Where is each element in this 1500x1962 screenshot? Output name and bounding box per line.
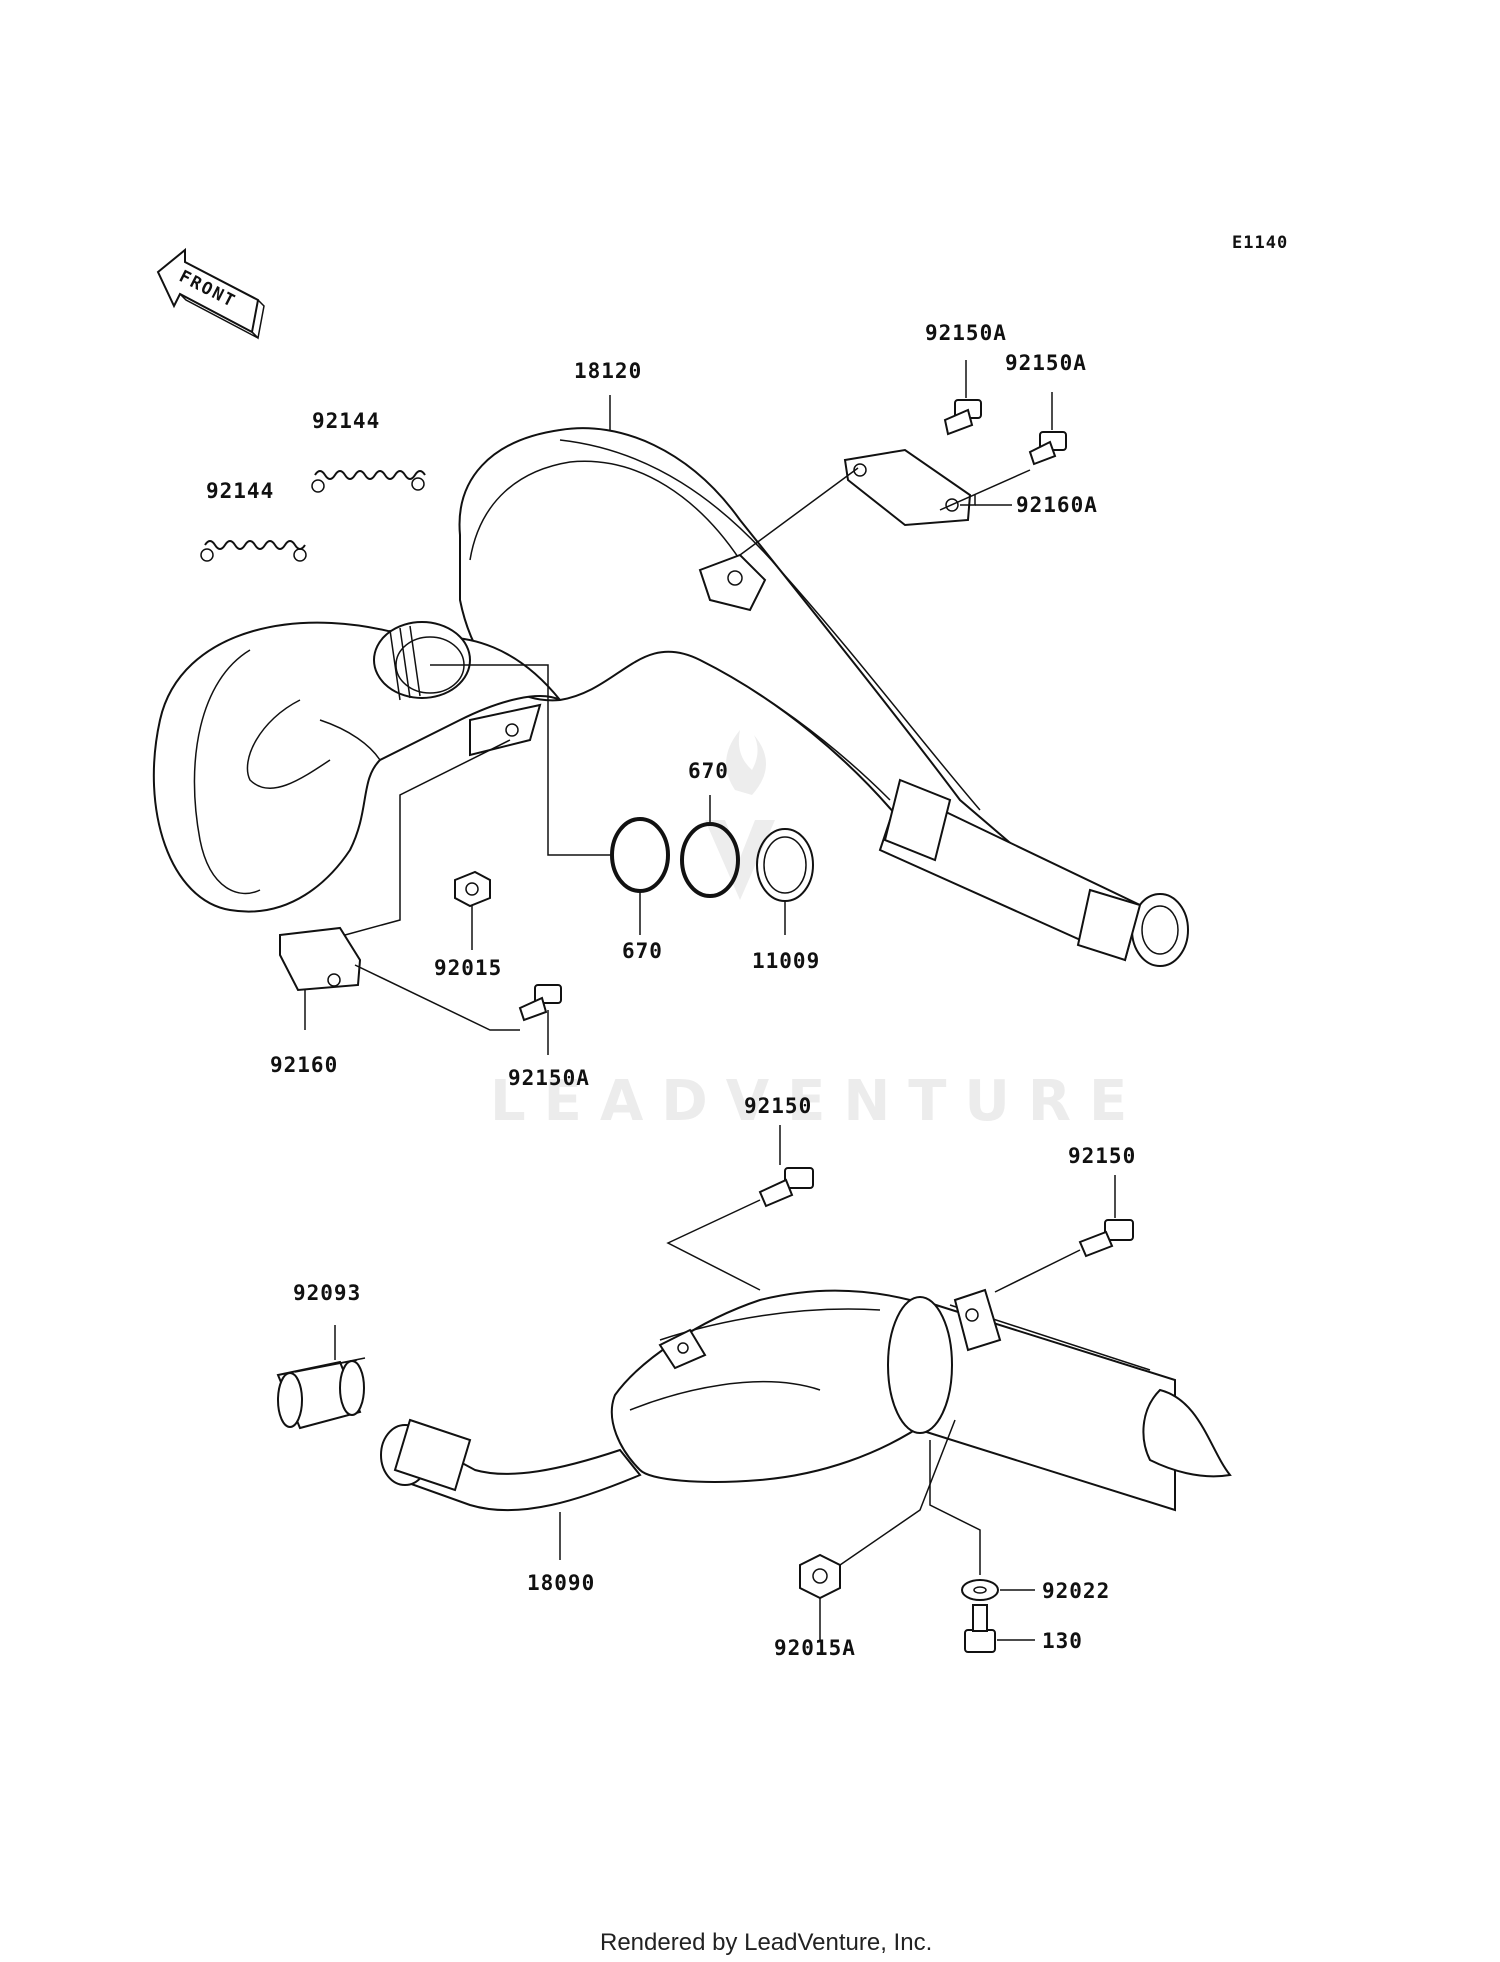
label-92150-left: 92150 — [744, 1094, 812, 1118]
label-92144-upper: 92144 — [312, 409, 380, 433]
label-92160: 92160 — [270, 1053, 338, 1077]
watermark-text: LEADVENTURE — [490, 1069, 1145, 1134]
bolt-92150A-lower — [518, 984, 562, 1022]
sleeve-92093 — [276, 1357, 366, 1430]
bracket-92160 — [279, 926, 362, 992]
bolt-92150-right — [1078, 1219, 1134, 1258]
expansion-chamber — [152, 427, 1189, 967]
footer-credit: Rendered by LeadVenture, Inc. — [600, 1929, 932, 1956]
leadventure-watermark: LEADVENTURE — [490, 730, 1145, 1134]
gasket-11009 — [756, 828, 814, 902]
nut-92015 — [454, 870, 491, 908]
silencer-assembly — [380, 1288, 1232, 1512]
label-92022: 92022 — [1042, 1579, 1110, 1603]
front-arrow-icon: FRONT — [156, 247, 265, 340]
label-92144-lower: 92144 — [206, 479, 274, 503]
bolt-92150A-top-left — [943, 399, 982, 436]
label-18120: 18120 — [574, 359, 642, 383]
flange-nut-92015A — [799, 1553, 841, 1600]
bracket-92160A — [843, 448, 972, 527]
label-92015A: 92015A — [774, 1636, 856, 1660]
label-92093: 92093 — [293, 1281, 361, 1305]
leader-lines-lower — [334, 1125, 1116, 1641]
label-92150A-top-left: 92150A — [925, 321, 1007, 345]
label-11009: 11009 — [752, 949, 820, 973]
label-92150-right: 92150 — [1068, 1144, 1136, 1168]
diagram-code: E1140 — [1232, 233, 1288, 253]
bolt-92150A-top-right — [1028, 431, 1067, 466]
label-92015: 92015 — [434, 956, 502, 980]
label-92150A-lower: 92150A — [508, 1066, 590, 1090]
label-130: 130 — [1042, 1629, 1083, 1653]
spring-92144-upper — [311, 470, 426, 493]
leader-lines-upper — [304, 360, 1053, 1055]
label-18090: 18090 — [527, 1571, 595, 1595]
washer-92022 — [961, 1579, 999, 1601]
label-670-upper: 670 — [688, 759, 729, 783]
o-ring-670-a — [610, 817, 670, 893]
label-670-lower: 670 — [622, 939, 663, 963]
label-92150A-top-right: 92150A — [1005, 351, 1087, 375]
bolt-130 — [964, 1604, 996, 1653]
label-92160A: 92160A — [1016, 493, 1098, 517]
o-ring-670-b — [680, 822, 740, 898]
bolt-92150-left — [758, 1167, 814, 1208]
spring-92144-lower — [200, 540, 307, 562]
